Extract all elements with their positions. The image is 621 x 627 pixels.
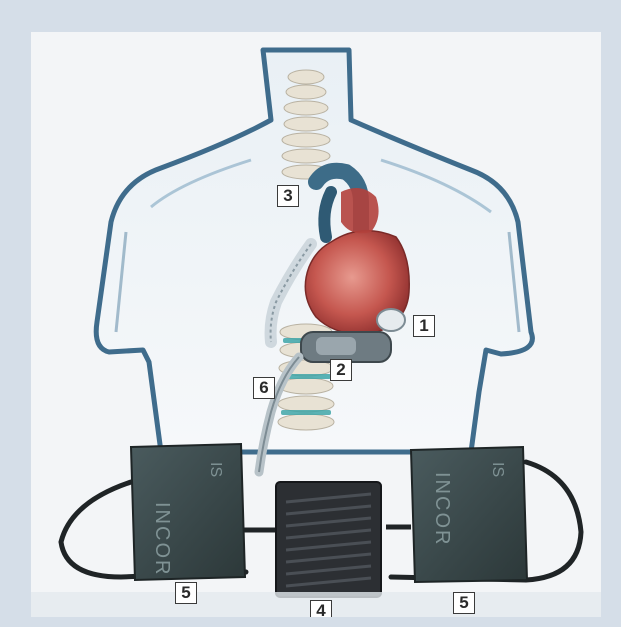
label-3: 3 xyxy=(277,185,299,207)
label-5-right: 5 xyxy=(453,592,475,614)
pump-inflow xyxy=(377,309,405,331)
lvad-illustration: INCOR IS INCOR IS xyxy=(31,32,601,617)
label-5-left: 5 xyxy=(175,582,197,604)
controller xyxy=(276,482,381,597)
svg-text:INCOR: INCOR xyxy=(151,502,173,576)
photo-panel: INCOR IS INCOR IS xyxy=(31,32,601,617)
svg-text:IS: IS xyxy=(489,462,506,477)
label-1: 1 xyxy=(413,315,435,337)
svg-text:INCOR: INCOR xyxy=(431,472,453,546)
battery-right: INCOR IS xyxy=(411,447,527,582)
battery-left: INCOR IS xyxy=(131,444,245,580)
label-4: 4 xyxy=(310,600,332,617)
label-6: 6 xyxy=(253,377,275,399)
label-2: 2 xyxy=(330,359,352,381)
svg-text:IS: IS xyxy=(207,462,224,477)
